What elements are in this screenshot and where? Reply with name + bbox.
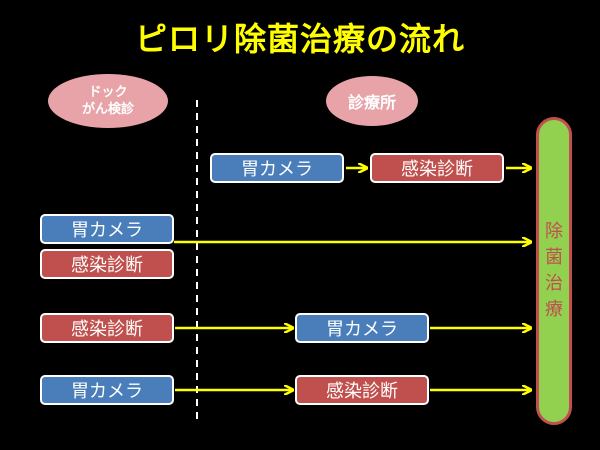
page-title: ピロリ除菌治療の流れ (134, 20, 465, 58)
row1-infection-test-box: 感染診断 (370, 153, 504, 183)
row4-gastroscopy-box: 胃カメラ (40, 375, 174, 405)
row2-gastroscopy-box: 胃カメラ (40, 214, 174, 244)
row4-infection-test-box: 感染診断 (295, 375, 429, 405)
eradication-treatment-box: 除 菌 治 療 (536, 117, 572, 425)
treatment-char: 菌 (545, 247, 563, 268)
treatment-char: 療 (545, 299, 563, 320)
row2-infection-test-box: 感染診断 (40, 249, 174, 279)
row3-infection-test-box: 感染診断 (40, 313, 174, 343)
dock-screening-label: ドック がん検診 (48, 74, 168, 128)
treatment-char: 治 (545, 273, 563, 294)
treatment-char: 除 (545, 221, 563, 242)
row3-gastroscopy-box: 胃カメラ (295, 313, 429, 343)
row1-gastroscopy-box: 胃カメラ (210, 153, 344, 183)
clinic-label: 診療所 (326, 76, 418, 126)
